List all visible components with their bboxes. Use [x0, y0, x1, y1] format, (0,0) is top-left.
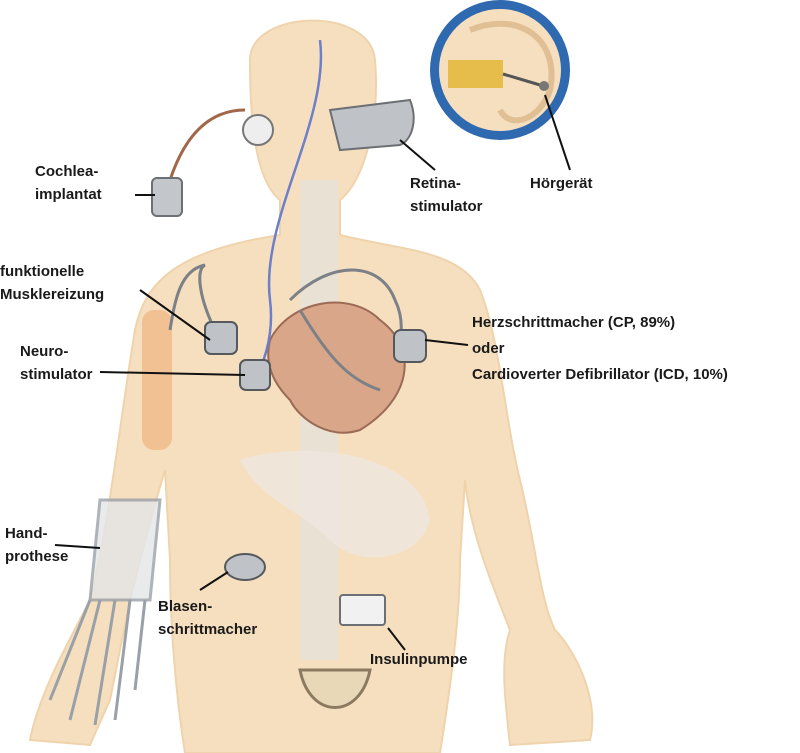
- label-retina: Retina-stimulator: [410, 172, 483, 218]
- retina-glasses: [328, 98, 415, 152]
- cochlea-coil: [242, 114, 274, 146]
- label-hand-prosthesis: Hand-prothese: [5, 522, 68, 568]
- heart: [267, 301, 406, 434]
- label-hoergeraet: Hörgerät: [530, 175, 593, 192]
- label-line: implantat: [35, 186, 102, 203]
- label-line: stimulator: [410, 198, 483, 215]
- bladder-stimulator: [224, 553, 266, 581]
- label-insulin-pump: Insulinpumpe: [370, 651, 468, 668]
- label-line: Cardioverter Defibrillator (ICD, 10%): [472, 366, 728, 383]
- neuro-wire: [253, 39, 323, 381]
- label-line: Musklereizung: [0, 286, 105, 303]
- label-line: Neuro-: [20, 343, 69, 360]
- cochlea-device: [151, 177, 183, 217]
- insulin-pump: [339, 594, 386, 626]
- label-line: Retina-: [410, 175, 461, 192]
- muscle-wire: [168, 263, 217, 331]
- label-line: Herzschrittmacher (CP, 89%): [472, 314, 676, 331]
- pointer-arrows: [54, 94, 571, 651]
- bladder: [298, 668, 372, 709]
- cochlea-wire: [168, 108, 246, 181]
- muscle-stimulator: [204, 321, 238, 355]
- label-line: Cochlea-: [35, 163, 99, 180]
- label-line: funktionelle: [0, 263, 85, 280]
- label-line: stimulator: [20, 366, 93, 383]
- label-line: schrittmacher: [158, 621, 258, 638]
- ear-inset: [430, 0, 570, 140]
- hand-prosthesis: [48, 498, 162, 726]
- label-line: prothese: [5, 548, 69, 565]
- pacemaker: [393, 329, 427, 363]
- stomach: [240, 450, 430, 558]
- label-cochlea: Cochlea-implantat: [35, 160, 102, 206]
- label-line: oder: [472, 340, 505, 357]
- label-line: Blasen-: [158, 598, 213, 615]
- label-neurostimulator: Neuro-stimulator: [20, 340, 93, 386]
- label-bladder-stimulator: Blasen-schrittmacher: [158, 595, 257, 641]
- label-line: Hand-: [5, 525, 48, 542]
- arm-muscle: [142, 310, 172, 450]
